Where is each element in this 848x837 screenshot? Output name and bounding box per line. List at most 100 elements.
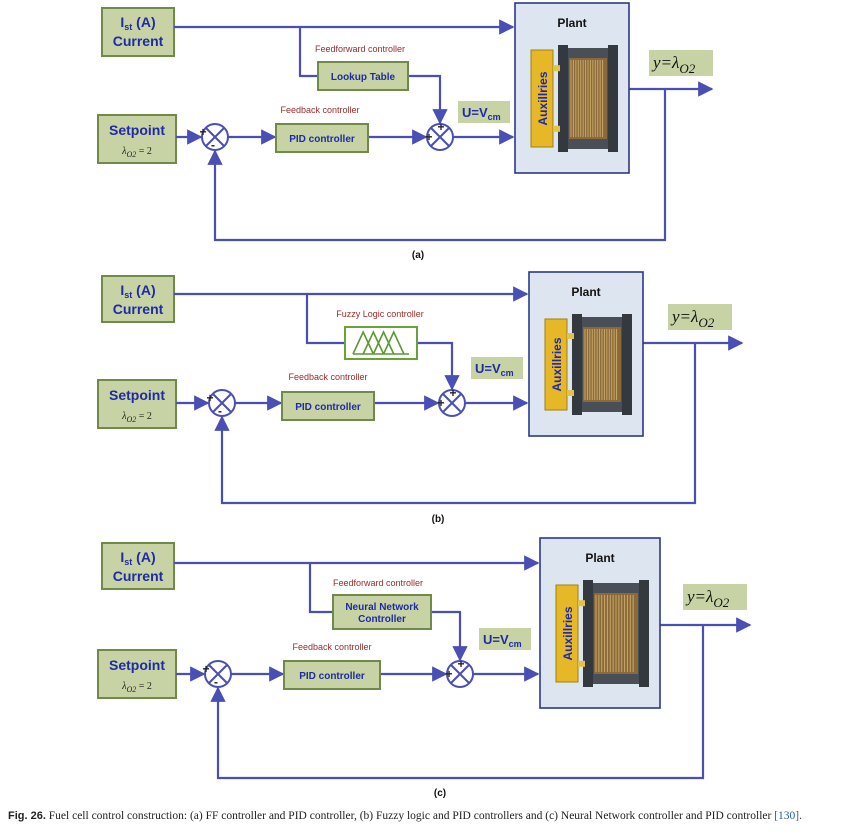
stack-terminal (578, 660, 585, 667)
sum2-sign-plus-left: + (425, 130, 432, 144)
output-label-sub: O2 (698, 315, 714, 330)
pid-block (281, 391, 375, 421)
stack-terminal (567, 390, 574, 396)
setpoint-lambda: λ (121, 411, 127, 422)
sum1-sign-plus: + (199, 125, 206, 139)
sum1-cross (208, 664, 228, 684)
setpoint-lambda-sub: O2 (126, 415, 136, 424)
stack-endplate-left (583, 580, 593, 687)
sum1-sign-minus: - (214, 675, 218, 689)
control-signal-label: U=Vcm (462, 105, 501, 122)
feedback-line (210, 625, 705, 780)
feedback-line (207, 89, 667, 242)
control-signal-label-bg (479, 628, 531, 650)
setpoint-equals: = 2 (136, 681, 152, 692)
current-branch-line (305, 294, 345, 345)
stack-terminal (553, 65, 560, 72)
current-label-line2: Current (113, 33, 164, 49)
feedforward-block-label: Controller (358, 614, 406, 625)
sum2-sign-plus-top: + (457, 657, 464, 671)
control-signal-label: U=Vcm (483, 632, 522, 649)
control-signal-main: U=V (462, 105, 488, 120)
sum2-sign-plus-top: + (437, 120, 444, 134)
sum2-sign-plus-top: + (449, 386, 456, 400)
auxiliaries-bar (530, 49, 554, 148)
setpoint-lambda: λ (121, 681, 127, 692)
setpoint-equals: = 2 (136, 411, 152, 422)
sum1-cross (212, 393, 232, 413)
control-signal-sub: cm (501, 368, 514, 378)
control-signal-sub: cm (488, 112, 501, 122)
current-unit: (A) (132, 282, 155, 298)
current-subscript: st (124, 22, 132, 32)
sum2-cross (450, 664, 470, 684)
sum1-cross (205, 127, 225, 147)
current-branch-line (308, 563, 333, 614)
current-label-line1: Ist (A) (120, 549, 155, 567)
sum1-sign-minus: - (211, 138, 215, 152)
stack-endplate-right (608, 45, 618, 152)
plant-title: Plant (557, 16, 586, 30)
auxiliaries-label: Auxillries (550, 337, 564, 391)
output-label-bg (683, 584, 747, 610)
sum2-cross (430, 127, 450, 147)
fuzzy-membership-icon (352, 330, 405, 355)
control-signal-label: U=Vcm (475, 361, 514, 378)
feedforward-controller-title: Fuzzy Logic controller (336, 309, 424, 319)
plant-title: Plant (571, 285, 600, 299)
pid-block (283, 660, 381, 690)
auxiliaries-label: Auxillries (561, 606, 575, 660)
output-label: y=λO2 (685, 587, 730, 610)
output-label: y=λO2 (670, 307, 715, 330)
stack-endplate-left (572, 314, 582, 415)
feedback-controller-title: Feedback controller (288, 372, 367, 382)
caption-text: Fuel cell control construction: (a) FF c… (45, 810, 775, 822)
subfigure-label: (a) (412, 250, 424, 261)
feedforward-to-sum-line (431, 610, 468, 662)
feedback-controller-title: Feedback controller (280, 105, 359, 115)
setpoint-lambda-sub: O2 (126, 685, 136, 694)
setpoint-value: λO2 = 2 (121, 411, 152, 424)
output-label-sub: O2 (679, 61, 695, 76)
stack-endplate-right (639, 580, 649, 687)
setpoint-value: λO2 = 2 (121, 681, 152, 694)
current-label-line1: Ist (A) (120, 14, 155, 32)
caption-ref: [130] (774, 810, 800, 822)
stack-endplate-left (558, 45, 568, 152)
control-signal-label-bg (471, 357, 523, 379)
feedforward-controller-title: Feedforward controller (315, 44, 405, 54)
feedforward-controller-title: Feedforward controller (333, 578, 423, 588)
plant-title: Plant (585, 551, 614, 565)
setpoint-lambda: λ (121, 146, 127, 157)
setpoint-value: λO2 = 2 (121, 146, 152, 159)
output-label-bg (649, 50, 713, 76)
current-input-box (101, 542, 175, 590)
auxiliaries-bar (544, 318, 568, 411)
feedforward-block (317, 61, 409, 91)
stack-endplate-right (622, 314, 632, 415)
output-label-main: y=λ (670, 307, 698, 326)
caption-end: . (799, 810, 803, 822)
setpoint-box (97, 379, 177, 429)
current-symbol: I (120, 282, 124, 298)
pid-block (275, 123, 369, 153)
output-label-sub: O2 (713, 595, 729, 610)
caption-fig-label: Fig. 26. (8, 810, 46, 822)
sum2-cross (442, 393, 462, 413)
pid-label: PID controller (289, 134, 355, 145)
output-label-main: y=λ (651, 53, 679, 72)
setpoint-title: Setpoint (109, 657, 165, 673)
sum1-sign-minus: - (218, 404, 222, 418)
setpoint-lambda-sub: O2 (126, 150, 136, 159)
current-label-line2: Current (113, 301, 164, 317)
stack-terminal (567, 333, 574, 339)
output-label: y=λO2 (651, 53, 696, 76)
current-symbol: I (120, 14, 124, 30)
setpoint-title: Setpoint (109, 387, 165, 403)
current-symbol: I (120, 549, 124, 565)
feedforward-block (332, 594, 432, 630)
